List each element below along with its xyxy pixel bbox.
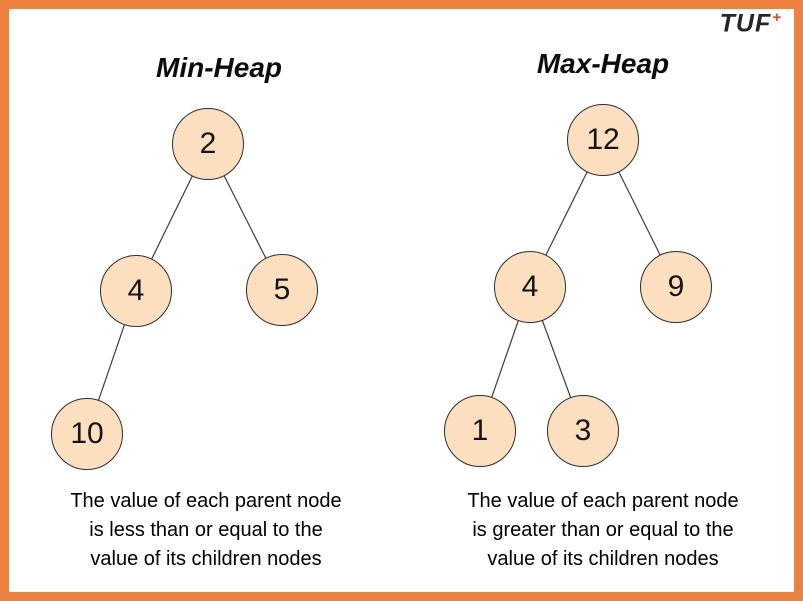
max-heap-node-left: 4 (494, 251, 566, 323)
logo: TUF+ (720, 9, 782, 38)
min-heap-node-root: 2 (172, 108, 244, 180)
min-heap-caption-line-1: The value of each parent node (70, 490, 342, 512)
max-heap-title: Max-Heap (536, 48, 670, 79)
max-heap-node-right: 9 (640, 251, 712, 323)
min-heap-node-left-left: 10 (51, 398, 123, 470)
min-heap-caption: The value of each parent node is less th… (41, 487, 371, 574)
min-heap-node-right: 5 (246, 254, 318, 326)
max-heap-caption-line-1: The value of each parent node (467, 490, 739, 512)
min-heap-caption-line-3: value of its children nodes (90, 548, 322, 570)
max-heap-caption: The value of each parent node is greater… (438, 487, 768, 574)
min-heap-title: Min-Heap (156, 52, 282, 83)
max-heap-caption-line-3: value of its children nodes (487, 548, 719, 570)
min-heap-node-left: 4 (100, 255, 172, 327)
logo-plus-icon: + (772, 9, 782, 26)
min-heap-caption-line-2: is less than or equal to the (89, 519, 323, 541)
max-heap-caption-line-2: is greater than or equal to the (472, 519, 734, 541)
max-heap-node-left-left: 1 (444, 395, 516, 467)
max-heap-node-root: 12 (567, 104, 639, 176)
logo-text: TUF (719, 9, 772, 38)
max-heap-node-left-right: 3 (547, 395, 619, 467)
